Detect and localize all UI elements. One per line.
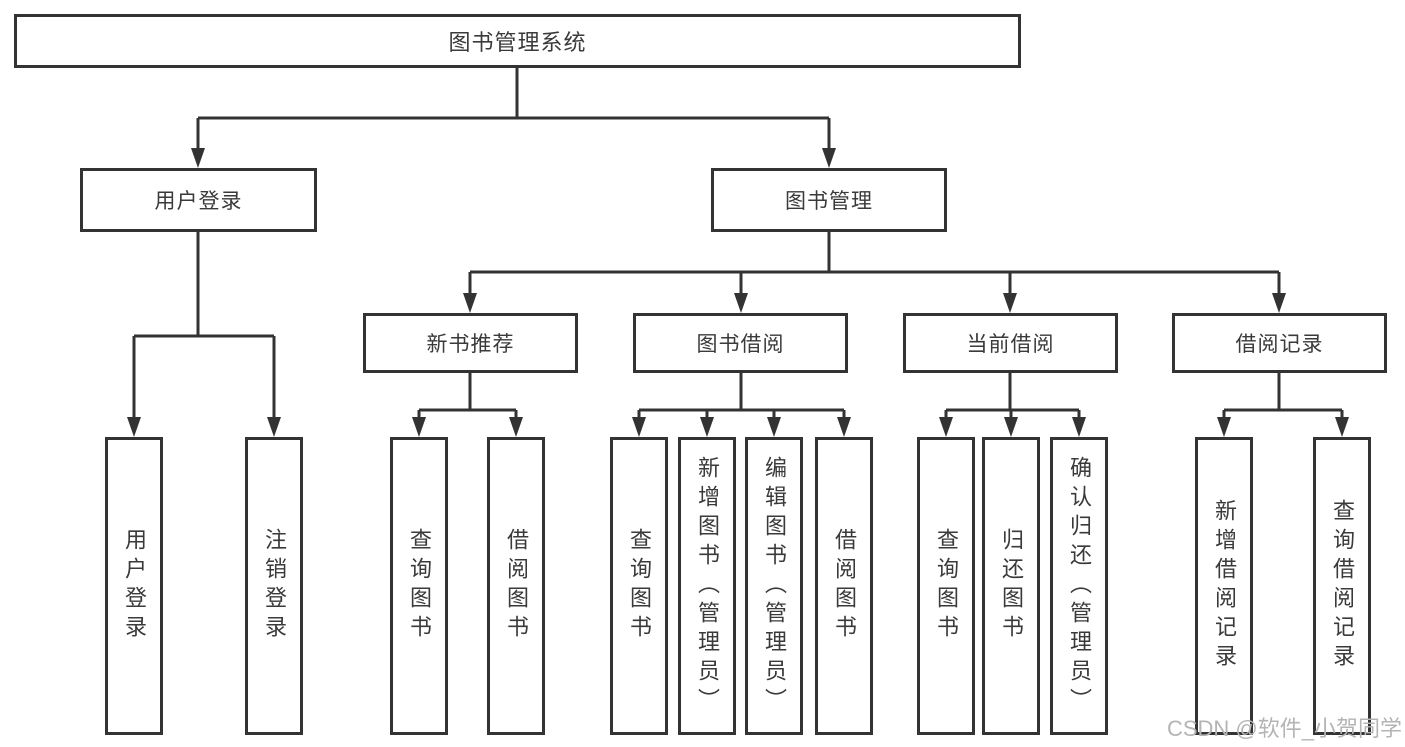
leaf-borrow-query-books: 查询图书	[610, 437, 668, 735]
leaf-recommend-query-books: 查询图书	[390, 437, 448, 735]
node-borrow-records: 借阅记录	[1172, 313, 1387, 373]
leaf-borrow-edit-books-admin: 编辑图书（管理员）	[745, 437, 803, 735]
node-book-borrow: 图书借阅	[633, 313, 848, 373]
leaf-recommend-borrow-books: 借阅图书	[487, 437, 545, 735]
leaf-borrow-add-books-admin: 新增图书（管理员）	[678, 437, 736, 735]
csdn-watermark: CSDN @软件_小贺同学	[1166, 716, 1402, 741]
node-new-book-recommend: 新书推荐	[363, 313, 578, 373]
node-library-system: 图书管理系统	[14, 14, 1021, 68]
node-book-management: 图书管理	[711, 168, 947, 232]
leaf-user-login: 用户登录	[105, 437, 163, 735]
leaf-logout: 注销登录	[245, 437, 303, 735]
leaf-records-query-record: 查询借阅记录	[1313, 437, 1371, 735]
node-current-borrow: 当前借阅	[903, 313, 1118, 373]
node-user-login: 用户登录	[80, 168, 317, 232]
leaf-records-add-record: 新增借阅记录	[1195, 437, 1253, 735]
leaf-borrow-borrow-books: 借阅图书	[815, 437, 873, 735]
leaf-current-query-books: 查询图书	[917, 437, 975, 735]
leaf-current-return-books: 归还图书	[982, 437, 1040, 735]
arrowheads	[127, 148, 1349, 437]
leaf-current-confirm-return-admin: 确认归还（管理员）	[1050, 437, 1108, 735]
